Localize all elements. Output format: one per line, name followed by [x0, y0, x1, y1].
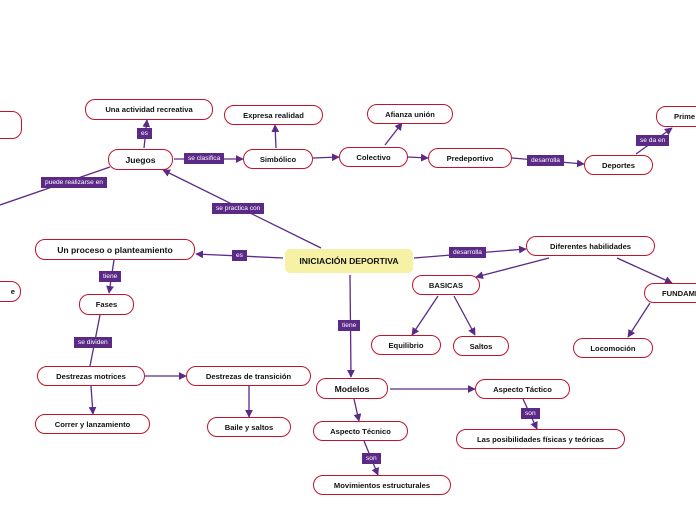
edge-colectivo-predeportivo — [407, 153, 429, 162]
label-se-clasifica: se clasifica — [184, 153, 225, 164]
node-fases[interactable]: Fases — [79, 294, 134, 315]
label-tiene-modelos: tiene — [338, 320, 361, 331]
label-desarrolla-deportes: desarrolla — [527, 155, 564, 166]
node-simbolico[interactable]: Simbólico — [243, 149, 313, 169]
edge-simbolico-colectivo — [312, 153, 340, 162]
node-tecnico[interactable]: Aspecto Técnico — [313, 421, 408, 441]
node-predeportivo[interactable]: Predeportivo — [428, 148, 512, 168]
node-destrezas-motrices[interactable]: Destrezas motrices — [37, 366, 145, 386]
label-es-actividad: es — [137, 128, 152, 139]
edge-basicas-saltos — [453, 295, 476, 336]
node-correr[interactable]: Correr y lanzamiento — [35, 414, 150, 434]
node-juegos[interactable]: Juegos — [108, 149, 173, 170]
node-saltos[interactable]: Saltos — [453, 336, 509, 356]
label-se-dividen: se dividen — [74, 337, 112, 348]
node-left-partial-top[interactable] — [0, 111, 22, 139]
node-transicion[interactable]: Destrezas de transición — [186, 366, 311, 386]
label-se-da-en: se da en — [636, 135, 670, 146]
edge-habilidades-basicas — [475, 257, 550, 280]
edge-simbolico-expresa — [271, 124, 280, 149]
label-se-practica: se practica con — [212, 203, 265, 214]
node-tactico[interactable]: Aspecto Táctico — [475, 379, 570, 399]
label-puede-realizarse: puede realizarse en — [41, 177, 107, 188]
node-basicas[interactable]: BASICAS — [412, 275, 480, 295]
node-actividad[interactable]: Una actividad recreativa — [85, 99, 213, 120]
node-colectivo[interactable]: Colectivo — [339, 147, 408, 167]
edge-motrices-correr — [88, 385, 97, 415]
edge-habilidades-fundamentales — [616, 257, 673, 284]
node-baile[interactable]: Baile y saltos — [207, 417, 291, 437]
node-fundamentales[interactable]: FUNDAME — [644, 283, 696, 303]
node-deportes[interactable]: Deportes — [584, 155, 653, 175]
node-proceso[interactable]: Un proceso o planteamiento — [35, 239, 195, 260]
node-equilibrio[interactable]: Equilibrio — [371, 335, 441, 355]
node-habilidades[interactable]: Diferentes habilidades — [526, 236, 655, 256]
edge-colectivo-afianza — [384, 122, 403, 146]
label-es-proceso: es — [232, 250, 247, 261]
edge-fundamentales-locomocion — [627, 302, 651, 338]
edge-modelos-tecnico — [353, 398, 362, 422]
label-tiene-fases: tiene — [99, 271, 122, 282]
edge-basicas-equilibrio — [411, 295, 439, 336]
central-node[interactable]: INICIACIÓN DEPORTIVA — [285, 249, 413, 273]
node-modelos[interactable]: Modelos — [316, 378, 388, 399]
label-desarrolla-habilidades: desarrolla — [449, 247, 486, 258]
label-son-tecnico: son — [362, 453, 381, 464]
node-posibilidades[interactable]: Las posibilidades físicas y teóricas — [456, 429, 625, 449]
node-left-partial-e[interactable]: e — [0, 281, 21, 302]
node-movimientos[interactable]: Movimientos estructurales — [313, 475, 451, 495]
label-son-tactico: son — [521, 408, 540, 419]
node-locomocion[interactable]: Locomoción — [573, 338, 653, 358]
node-afianza[interactable]: Afianza unión — [367, 104, 453, 124]
node-expresa[interactable]: Expresa realidad — [224, 105, 323, 125]
node-primer[interactable]: Prime — [656, 106, 696, 127]
